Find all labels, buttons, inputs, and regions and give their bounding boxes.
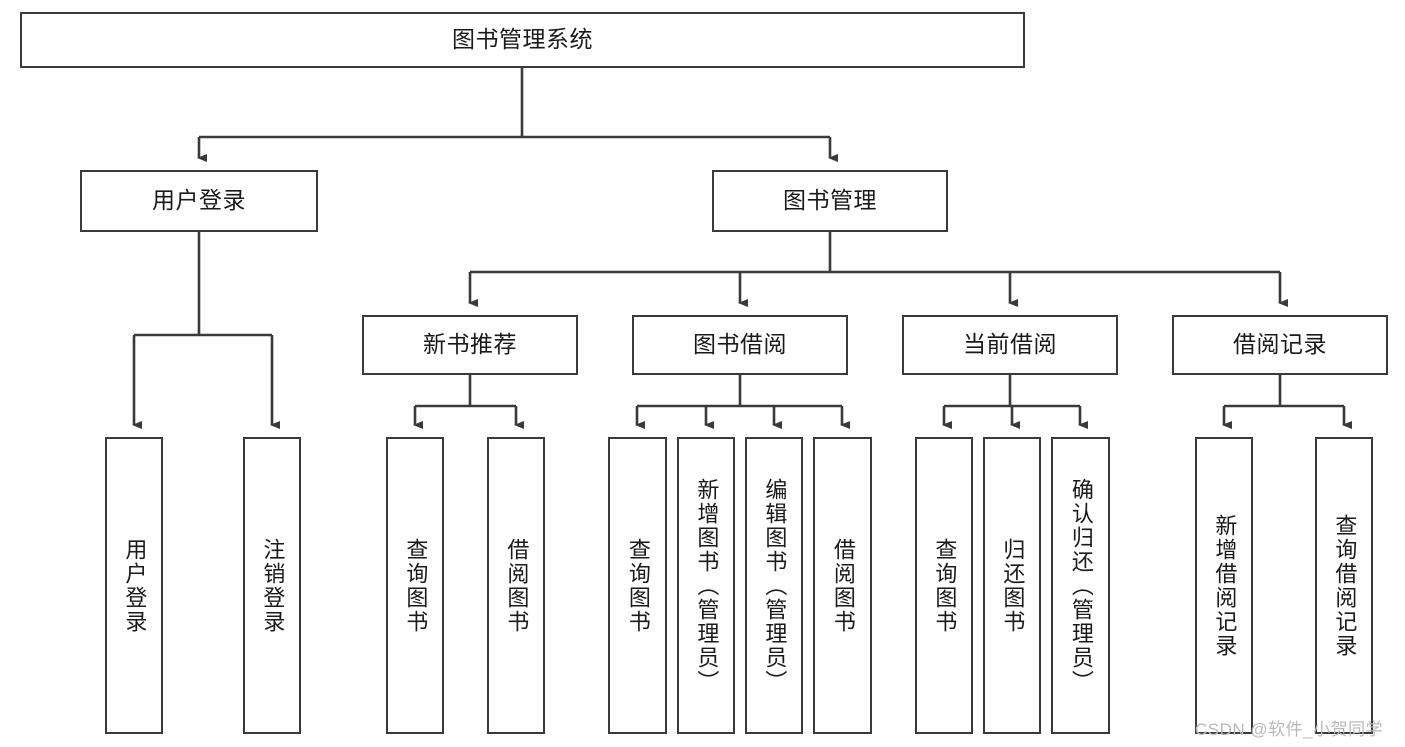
node-user-login-label: 用户登录 <box>152 187 246 214</box>
leaf-logout[interactable]: 注销登录 <box>243 437 301 734</box>
node-root[interactable]: 图书管理系统 <box>20 12 1025 68</box>
leaf-query-book-1-label: 查询图书 <box>403 537 429 634</box>
node-borrow-record-label: 借阅记录 <box>1233 331 1327 358</box>
leaf-borrow-book-1-label: 借阅图书 <box>504 537 530 634</box>
leaf-add-record[interactable]: 新增借阅记录 <box>1195 437 1253 734</box>
leaf-logout-label: 注销登录 <box>260 537 286 634</box>
leaf-query-record[interactable]: 查询借阅记录 <box>1315 437 1373 734</box>
leaf-query-book-1[interactable]: 查询图书 <box>386 437 444 734</box>
leaf-query-book-2-label: 查询图书 <box>625 537 651 634</box>
leaf-user-login[interactable]: 用户登录 <box>105 437 163 734</box>
node-new-book-recommend-label: 新书推荐 <box>423 331 517 358</box>
leaf-query-book-3-label: 查询图书 <box>932 537 958 634</box>
watermark: CSDN @软件_小贺同学 <box>1195 720 1384 739</box>
leaf-borrow-book-2-label: 借阅图书 <box>830 537 856 634</box>
leaf-return-book[interactable]: 归还图书 <box>983 437 1041 734</box>
node-user-login[interactable]: 用户登录 <box>80 170 318 232</box>
node-book-borrow-label: 图书借阅 <box>693 331 787 358</box>
leaf-borrow-book-2[interactable]: 借阅图书 <box>813 437 872 734</box>
leaf-edit-book-label: 编辑图书（管理员） <box>762 477 788 694</box>
leaf-user-login-label: 用户登录 <box>122 537 148 634</box>
leaf-borrow-book-1[interactable]: 借阅图书 <box>487 437 545 734</box>
leaf-add-book[interactable]: 新增图书（管理员） <box>677 437 735 734</box>
leaf-add-book-label: 新增图书（管理员） <box>694 477 720 694</box>
node-book-borrow[interactable]: 图书借阅 <box>632 315 848 375</box>
leaf-query-book-2[interactable]: 查询图书 <box>608 437 667 734</box>
node-current-borrow[interactable]: 当前借阅 <box>902 315 1118 375</box>
node-book-manage[interactable]: 图书管理 <box>712 170 948 232</box>
leaf-query-record-label: 查询借阅记录 <box>1332 513 1358 658</box>
node-borrow-record[interactable]: 借阅记录 <box>1172 315 1388 375</box>
node-new-book-recommend[interactable]: 新书推荐 <box>362 315 578 375</box>
leaf-return-book-label: 归还图书 <box>1000 537 1026 634</box>
node-current-borrow-label: 当前借阅 <box>963 331 1057 358</box>
leaf-add-record-label: 新增借阅记录 <box>1212 513 1238 658</box>
node-root-label: 图书管理系统 <box>452 26 593 53</box>
node-book-manage-label: 图书管理 <box>783 187 877 214</box>
leaf-confirm-return-label: 确认归还（管理员） <box>1068 477 1094 694</box>
leaf-query-book-3[interactable]: 查询图书 <box>915 437 973 734</box>
leaf-confirm-return[interactable]: 确认归还（管理员） <box>1051 437 1110 734</box>
leaf-edit-book[interactable]: 编辑图书（管理员） <box>745 437 803 734</box>
